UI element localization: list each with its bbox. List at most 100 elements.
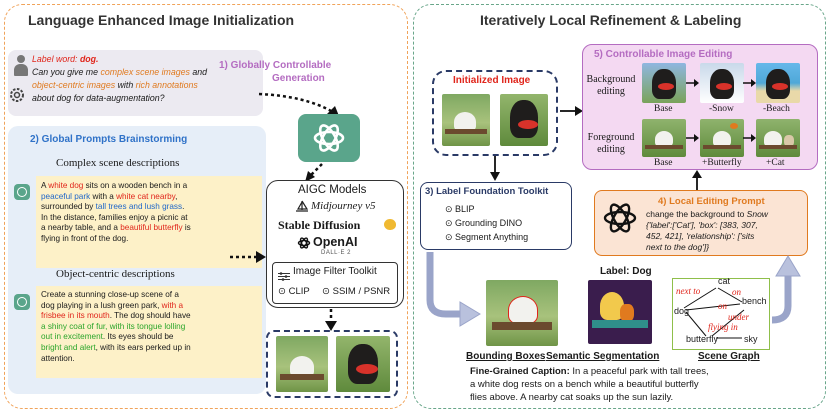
right-panel <box>413 4 826 409</box>
complex-heading: Complex scene descriptions <box>56 157 180 169</box>
sliders-icon <box>278 268 290 281</box>
query-line-4: about dog for data-augmentation? <box>32 93 165 103</box>
fg-label-butterfly: +Butterfly <box>702 158 742 168</box>
bbox-image <box>486 280 558 346</box>
arrow-aigc-to-images <box>325 309 337 331</box>
step-1-title: 1) Globally Controllable <box>219 60 332 71</box>
chatgpt-logo-small-icon <box>600 198 640 238</box>
query-line-1: Label word: dog. <box>32 54 99 64</box>
dalle-label: DALL·E 2 <box>321 250 352 256</box>
chatgpt-icon-2 <box>14 294 30 310</box>
local-prompt-line-3: 452, 421], 'relationship': ['sits <box>646 231 755 241</box>
arrow-fg-1 <box>686 134 699 142</box>
init-image-frisbee <box>500 94 548 146</box>
toolkit-item-segment-anything: ⊙ Segment Anything <box>445 232 529 242</box>
graph-node-butterfly: butterfly <box>686 334 719 344</box>
object-description: Create a stunning close-up scene of a do… <box>41 290 191 363</box>
local-prompt-line-1: change the background to Snow <box>646 209 768 219</box>
bg-snow-image <box>700 63 744 103</box>
local-prompt-line-2: {'label':['Cat'], 'box': [383, 307, <box>646 220 758 230</box>
chatgpt-icon-1 <box>14 184 30 200</box>
query-line-2: Can you give me complex scene images and <box>32 67 208 77</box>
arrow-bg-1 <box>686 79 699 87</box>
fg-base-image <box>642 119 686 157</box>
label-dog: Label: Dog <box>600 266 652 277</box>
generated-images-box <box>266 330 398 398</box>
caption-line-2: a white dog rests on a bench while a bea… <box>470 379 699 390</box>
stable-diffusion-label: Stable Diffusion <box>278 218 361 232</box>
fg-label-base: Base <box>654 158 673 168</box>
object-heading: Object-centric descriptions <box>56 268 175 280</box>
arrow-prompt-to-editing <box>692 170 702 190</box>
graph-edge-under: under <box>728 312 749 322</box>
bg-base-image <box>642 63 686 103</box>
segmentation-image <box>588 280 652 344</box>
chatgpt-logo-icon <box>298 114 360 162</box>
palette-icon <box>384 219 396 230</box>
complex-description: A white dog sits on a wooden bench in a … <box>41 181 191 243</box>
generated-image-bench <box>276 336 328 392</box>
fg-label-cat: +Cat <box>766 158 785 168</box>
step-5-title: 5) Controllable Image Editing <box>594 49 733 60</box>
arrow-bg-2 <box>743 79 756 87</box>
openai-label: OpenAI <box>313 235 358 249</box>
left-panel <box>4 4 408 409</box>
initialized-image-box <box>432 70 558 156</box>
toolkit-item-grounding-dino: ⊙ Grounding DINO <box>445 218 523 228</box>
annotation-graph-label: Scene Graph <box>698 351 760 362</box>
arrow-toolkit-to-annotations <box>426 252 481 327</box>
query-line-3: object-centric images with rich annotati… <box>32 80 198 90</box>
caption-line-1: Fine-Grained Caption: In a peaceful park… <box>470 366 709 377</box>
graph-node-bench: bench <box>742 296 767 306</box>
complex-description-box <box>36 176 262 268</box>
graph-node-cat: cat <box>718 276 731 286</box>
arrow-gpt-to-aigc <box>305 163 323 182</box>
graph-node-dog: dog <box>674 306 690 316</box>
graph-edge-on-1: on <box>732 287 741 297</box>
bg-label-base: Base <box>654 104 673 114</box>
graph-edge-next-to: next to <box>676 286 701 296</box>
midjourney-icon <box>295 200 309 213</box>
image-filter-toolkit-label: Image Filter Toolkit <box>293 266 377 277</box>
generated-image-frisbee <box>336 336 390 392</box>
scene-graph-edges <box>683 287 745 339</box>
step-2-title: 2) Global Prompts Brainstorming <box>30 134 188 145</box>
openai-icon <box>297 236 311 250</box>
midjourney-label: Midjourney v5 <box>311 200 376 212</box>
ssim-label: ⊙ SSIM / PSNR <box>322 286 391 297</box>
arrow-fg-2 <box>743 134 756 142</box>
bg-beach-image <box>756 63 800 103</box>
gear-icon <box>8 86 26 104</box>
clip-label: ⊙ CLIP <box>278 286 310 297</box>
object-description-box <box>36 286 262 378</box>
right-panel-title: Iteratively Local Refinement & Labeling <box>480 12 742 28</box>
step-4-title: 4) Local Editing Prompt <box>658 196 765 207</box>
label-toolkit-box <box>420 182 572 250</box>
toolkit-item-blip: ⊙ BLIP <box>445 204 475 214</box>
arrow-init-to-toolkit <box>490 156 500 181</box>
local-prompt-line-4: next to the dog']} <box>646 242 710 252</box>
init-image-bench <box>442 94 490 146</box>
step-3-title: 3) Label Foundation Toolkit <box>425 186 549 197</box>
image-filter-toolkit-box <box>272 262 398 304</box>
bg-label-snow: -Snow <box>709 104 734 114</box>
annotation-bbox-label: Bounding Boxes <box>466 351 546 362</box>
bg-label-beach: -Beach <box>763 104 790 114</box>
graph-node-sky: sky <box>744 334 758 344</box>
graph-edge-flying-in: flying in <box>708 322 738 332</box>
arrow-init-to-editing <box>560 106 583 116</box>
graph-edge-on-2: on <box>718 301 727 311</box>
user-icon <box>14 55 28 79</box>
fg-cat-image <box>756 119 800 157</box>
fg-butterfly-image <box>700 119 744 157</box>
aigc-models-box <box>266 180 404 308</box>
annotation-seg-label: Semantic Segmentation <box>546 351 660 362</box>
caption-line-3: flies above. A nearby cat soaks up the s… <box>470 392 674 403</box>
initialized-image-label: Initialized Image <box>453 75 531 86</box>
left-panel-title: Language Enhanced Image Initialization <box>28 12 295 28</box>
user-query-bubble <box>8 50 263 116</box>
arrow-annotations-to-prompt <box>771 255 801 324</box>
aigc-title: AIGC Models <box>298 184 367 196</box>
